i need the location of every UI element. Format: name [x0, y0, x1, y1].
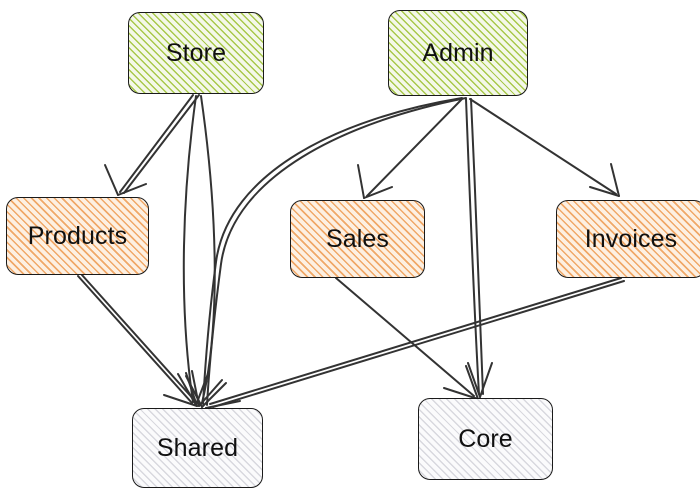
- edge-products-shared: [77, 274, 198, 407]
- edge-sales-core: [335, 277, 479, 400]
- node-invoices-label: Invoices: [584, 224, 678, 253]
- node-shared[interactable]: Shared: [132, 408, 263, 488]
- node-admin-label: Admin: [422, 38, 494, 67]
- node-invoices[interactable]: Invoices: [556, 200, 700, 278]
- node-core-label: Core: [458, 424, 513, 453]
- edge-store-products: [104, 94, 200, 196]
- edge-admin-invoices: [469, 98, 620, 197]
- edge-invoices-shared: [205, 277, 625, 420]
- node-sales[interactable]: Sales: [290, 200, 425, 278]
- node-sales-label: Sales: [325, 224, 390, 253]
- edge-admin-core: [465, 98, 493, 398]
- node-admin[interactable]: Admin: [388, 10, 528, 96]
- node-store-label: Store: [165, 38, 227, 67]
- node-products[interactable]: Products: [6, 197, 149, 275]
- node-core[interactable]: Core: [418, 398, 553, 480]
- node-products-label: Products: [27, 221, 128, 250]
- node-shared-label: Shared: [156, 433, 239, 462]
- edge-admin-sales: [357, 98, 463, 199]
- edge-store-shared-a: [177, 95, 210, 406]
- node-store[interactable]: Store: [128, 12, 264, 94]
